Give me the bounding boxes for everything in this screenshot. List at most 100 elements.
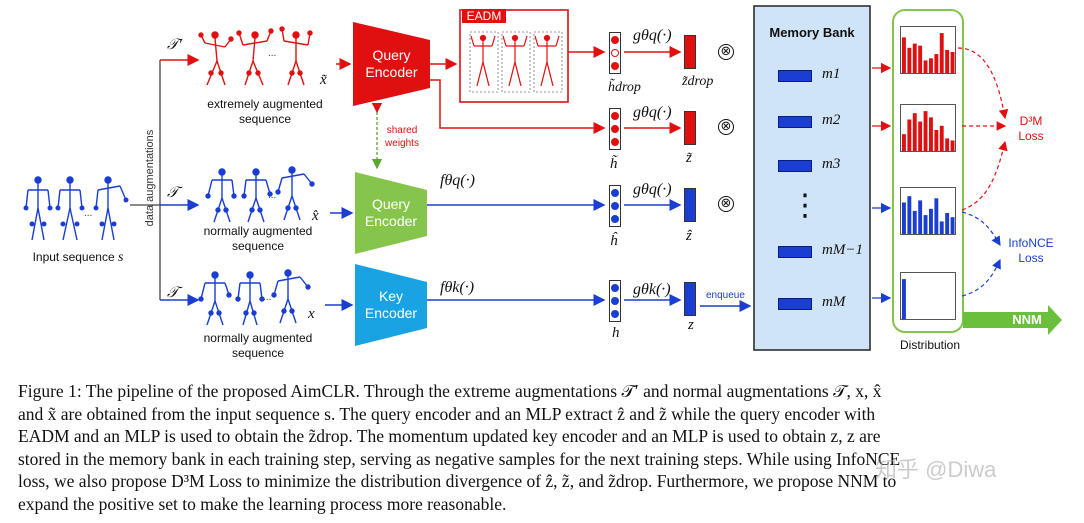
- g-label-4: gθk(·): [633, 281, 671, 298]
- z-tilde-label: z̃: [686, 150, 692, 166]
- svg-text:...: ...: [268, 48, 276, 59]
- histogram-bar: [907, 47, 912, 73]
- t-prime-label: 𝒯′: [167, 37, 182, 53]
- eadm-skeletons: [470, 34, 560, 87]
- h-drop-label: h̃drop: [608, 80, 641, 95]
- input-sequence-text: Input sequence: [32, 250, 115, 264]
- memory-slot-2: [778, 116, 812, 128]
- histogram-bar: [945, 138, 950, 151]
- key-encoder-blue: Key Encoder: [364, 288, 418, 321]
- eadm-label: EADM: [462, 9, 506, 23]
- h-vector: [609, 280, 621, 322]
- histogram-bar: [923, 111, 928, 151]
- d3m-loss-label: D³M Loss: [1018, 114, 1044, 143]
- shared-weights-label: shared weights: [385, 125, 419, 149]
- svg-text:...: ...: [84, 208, 92, 219]
- query-encoder-green: Query Encoder: [364, 196, 418, 229]
- input-sequence-symbol: s: [117, 250, 124, 265]
- pipeline-diagram: ... ... ...: [23, 5, 1062, 351]
- memory-slot-3: [778, 160, 812, 172]
- histogram-bar: [923, 215, 928, 234]
- f-theta-q-label: fθq(·): [440, 172, 475, 189]
- caption-line-2: and x̃ are obtained from the input seque…: [18, 403, 876, 424]
- histogram-bar: [902, 202, 906, 234]
- histogram-bar: [902, 37, 906, 73]
- eadm-box: [459, 9, 569, 103]
- histogram-bar: [907, 119, 912, 151]
- histogram-bar: [929, 208, 933, 234]
- normal-skeletons-1: ...: [205, 166, 315, 223]
- memory-label-3: m3: [822, 156, 841, 172]
- g-label-3: gθq(·): [633, 181, 672, 198]
- histogram-bar: [902, 134, 906, 151]
- red-enc-to-htilde: [430, 79, 606, 134]
- histogram-bar: [929, 117, 933, 151]
- otimes-2: ⊗: [718, 119, 734, 135]
- t1-label: 𝒯: [167, 185, 179, 201]
- otimes-1: ⊗: [718, 44, 734, 60]
- z-bar: [684, 282, 696, 316]
- memory-bank-title: Memory Bank: [769, 25, 855, 40]
- infonce-curve-2: [961, 258, 1001, 297]
- histogram-bar: [923, 60, 928, 73]
- normal-skeletons-2: ...: [198, 269, 311, 326]
- svg-text:...: ...: [268, 190, 276, 201]
- histogram-bar: [950, 140, 955, 151]
- histogram-bar: [934, 54, 939, 73]
- f-theta-k-label: fθk(·): [440, 279, 475, 296]
- caption-line-5: loss, we also propose D³M Loss to minimi…: [18, 471, 897, 492]
- histogram-bar: [912, 43, 917, 73]
- normal-seq-2-label: normally augmented sequence: [203, 331, 313, 360]
- memory-label-1: m1: [822, 66, 841, 82]
- x-tilde-label: x̃: [320, 72, 327, 88]
- input-skeletons: ...: [23, 176, 129, 241]
- x-hat-label: x̂: [312, 208, 319, 224]
- t2-label: 𝒯: [167, 285, 179, 301]
- infonce-loss-label: InfoNCE Loss: [1008, 236, 1054, 265]
- histogram-bar: [950, 52, 955, 73]
- histogram-bar: [907, 196, 912, 234]
- normal-seq-1-label: normally augmented sequence: [203, 224, 313, 253]
- h-hat-vector: [609, 185, 621, 227]
- d3m-curve-3: [961, 140, 1008, 211]
- histogram-bar: [918, 200, 923, 234]
- memory-slot-1: [778, 70, 812, 82]
- histogram-bar: [912, 113, 917, 151]
- query-encoder-green-shape: [355, 172, 427, 254]
- input-sequence-label: Input sequence s: [18, 250, 138, 266]
- memory-label-m-1: mM−1: [822, 242, 863, 258]
- infonce-curve-1: [961, 211, 1001, 247]
- d3m-curve-1: [957, 47, 1009, 120]
- query-encoder-red-shape: [353, 22, 430, 106]
- histogram-bar: [945, 213, 950, 234]
- caption-line-4: stored in the memory bank in each traini…: [18, 448, 901, 469]
- z-drop-label: z̃drop: [682, 74, 714, 89]
- key-encoder-blue-shape: [355, 264, 427, 346]
- zhihu-watermark: 知乎 @Diwa: [875, 457, 997, 482]
- h-label: h: [612, 325, 620, 341]
- otimes-3: ⊗: [718, 196, 734, 212]
- memory-ellipsis: ⋮: [790, 188, 820, 223]
- nnm-arrow-shape: [963, 305, 1062, 335]
- histogram-bar: [912, 210, 917, 234]
- distribution-hist-2: [900, 104, 956, 152]
- g-label-2: gθq(·): [633, 104, 672, 121]
- memory-label-m: mM: [822, 294, 846, 310]
- extreme-seq-label: extremely augmented sequence: [207, 97, 323, 126]
- z-drop-bar: [684, 35, 696, 69]
- data-augmentations-label: data augmentations: [144, 129, 156, 227]
- figure-caption: Figure 1: The pipeline of the proposed A…: [18, 380, 1068, 516]
- histogram-bar: [945, 49, 950, 73]
- extreme-skeletons: ...: [198, 26, 313, 86]
- distribution-label: Distribution: [899, 338, 961, 352]
- distribution-hist-3: [900, 187, 956, 235]
- h-tilde-label: h̃: [610, 156, 618, 172]
- distribution-hist-1: [900, 26, 956, 74]
- x-label: x: [308, 306, 315, 322]
- distribution-hist-4: [900, 272, 956, 320]
- h-tilde-vector: [609, 108, 621, 150]
- histogram-bar: [939, 33, 944, 73]
- histogram-bar: [902, 279, 906, 319]
- memory-bank-box: [753, 5, 871, 351]
- histogram-bar: [934, 130, 939, 151]
